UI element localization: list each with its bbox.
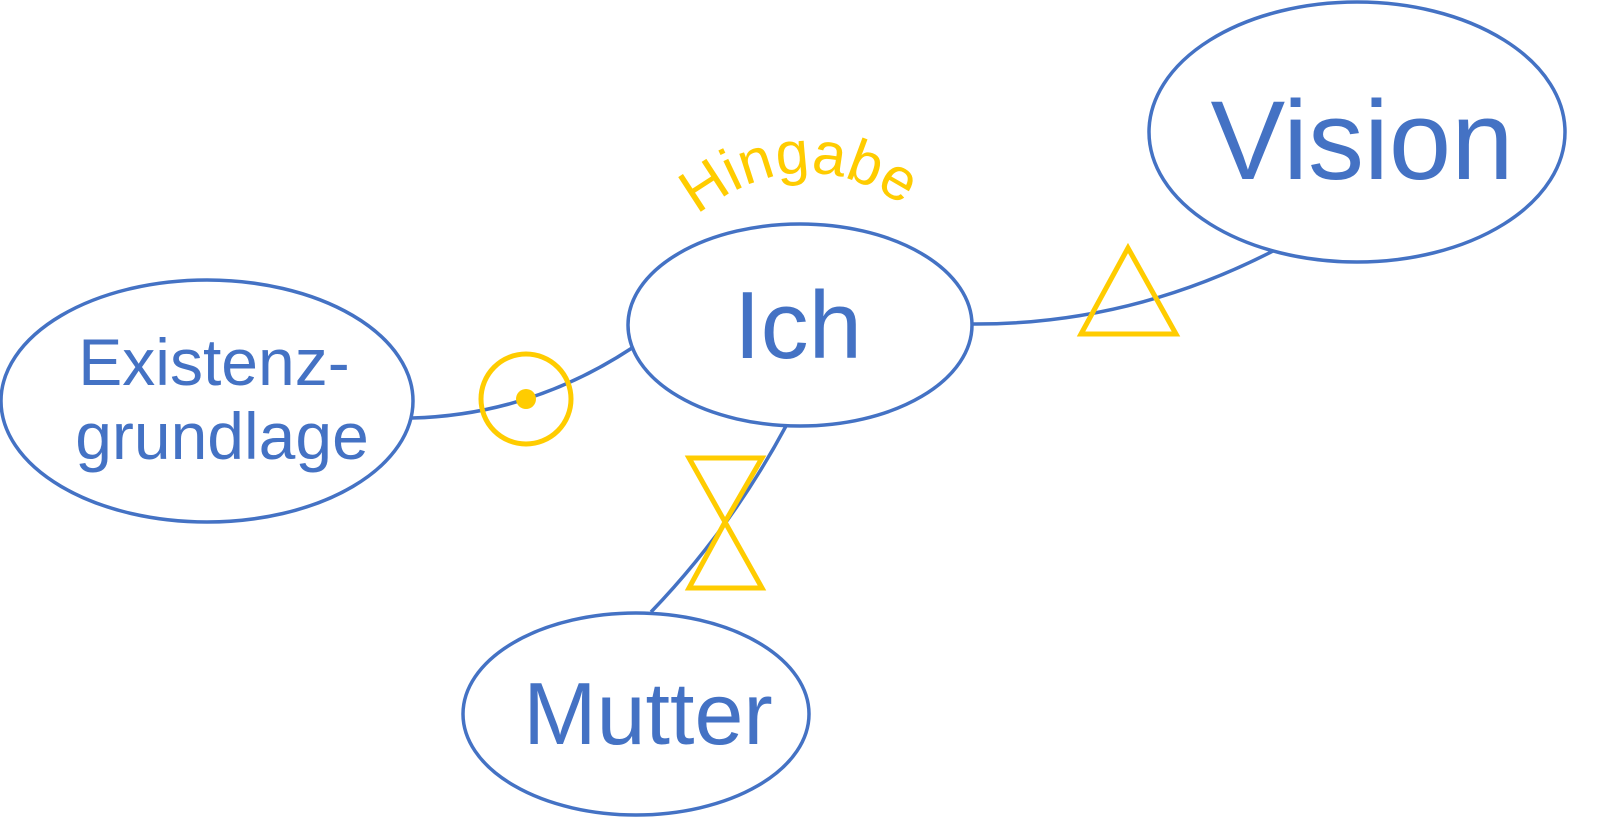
node-existenzgrundlage: Existenz- grundlage [0,278,415,524]
node-ich-label: Ich [734,272,862,379]
edge-ich-vision [971,248,1276,326]
triangle-icon [1076,242,1181,337]
edge-ich-mutter [649,425,788,614]
node-existenz-line2: grundlage [75,399,369,473]
hingabe-annotation: Hingabe [667,118,931,225]
node-ich: Ich [626,222,974,428]
circle-dot-icon [478,351,574,447]
node-mutter-label: Mutter [523,664,772,763]
node-vision: Vision [1147,0,1567,264]
node-existenz-line1: Existenz- [78,325,349,399]
node-vision-label: Vision [1210,78,1513,203]
hingabe-label: Hingabe [667,118,931,225]
hourglass-icon [684,455,767,591]
node-mutter: Mutter [461,611,811,817]
